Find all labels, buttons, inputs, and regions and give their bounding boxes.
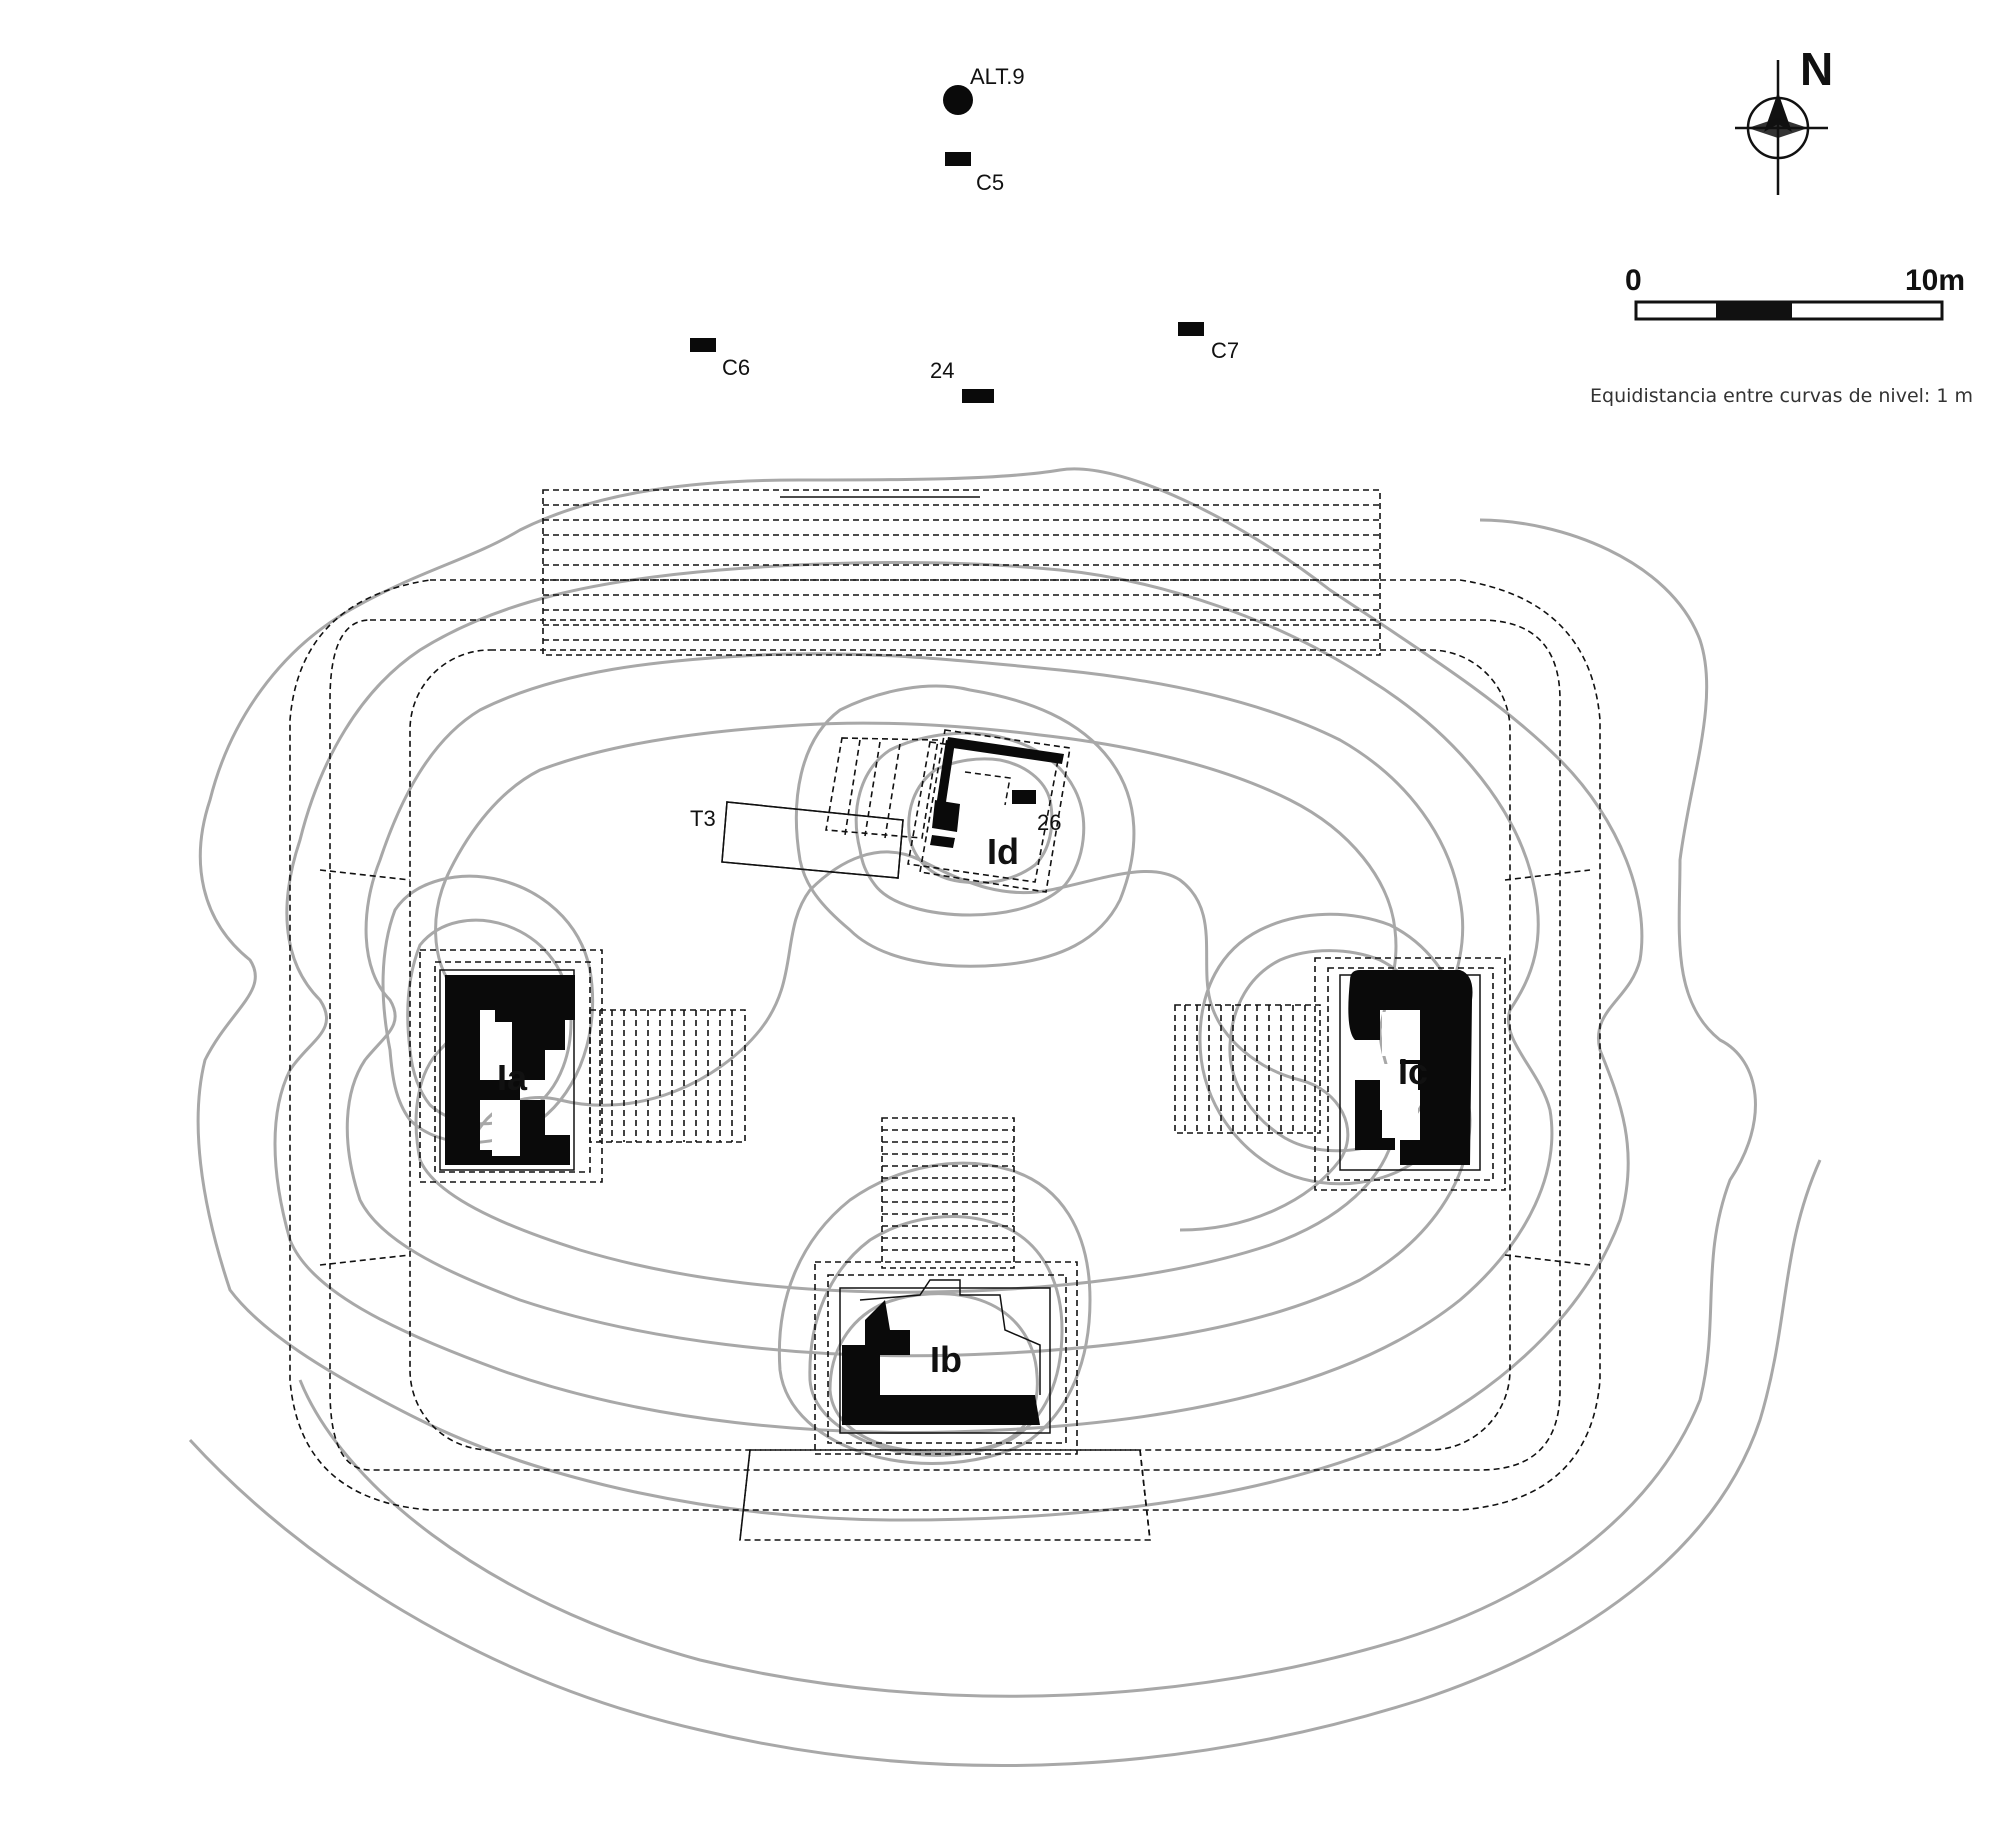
- c5-label: C5: [976, 170, 1004, 195]
- c6-label: C6: [722, 355, 750, 380]
- t3-label: T3: [690, 806, 716, 831]
- north-stairway: [542, 489, 1381, 656]
- north-arrow: [1735, 60, 1828, 195]
- structure-ic: [1174, 957, 1506, 1191]
- structure-id: [721, 729, 1071, 893]
- c7-label: C7: [1211, 338, 1239, 363]
- structure-ia: [419, 949, 746, 1183]
- trench-t3-outline: [721, 801, 904, 879]
- scale-bar: [1634, 300, 1944, 321]
- n24-marker: [962, 389, 994, 403]
- structure-id-label: Id: [987, 831, 1019, 872]
- c7-marker: [1178, 322, 1204, 336]
- n24-label: 24: [930, 358, 954, 383]
- n26-label: 26: [1037, 810, 1061, 835]
- north-label: N: [1800, 43, 1833, 95]
- platform-outlines: [289, 579, 1601, 1541]
- point-features: [690, 85, 1204, 403]
- c5-marker: [945, 152, 971, 166]
- alt9-marker: [943, 85, 973, 115]
- contour-interval-note: Equidistancia entre curvas de nivel: 1 m: [1590, 385, 1973, 407]
- scale-end-label: 10m: [1905, 264, 1965, 297]
- structure-ia-label: Ia: [497, 1057, 528, 1098]
- structure-ib-label: Ib: [930, 1339, 962, 1380]
- alt9-label: ALT.9: [970, 64, 1025, 89]
- scale-start-label: 0: [1625, 264, 1642, 297]
- c6-marker: [690, 338, 716, 352]
- structure-ic-label: Ic: [1398, 1051, 1428, 1092]
- structure-ib: [814, 1117, 1078, 1455]
